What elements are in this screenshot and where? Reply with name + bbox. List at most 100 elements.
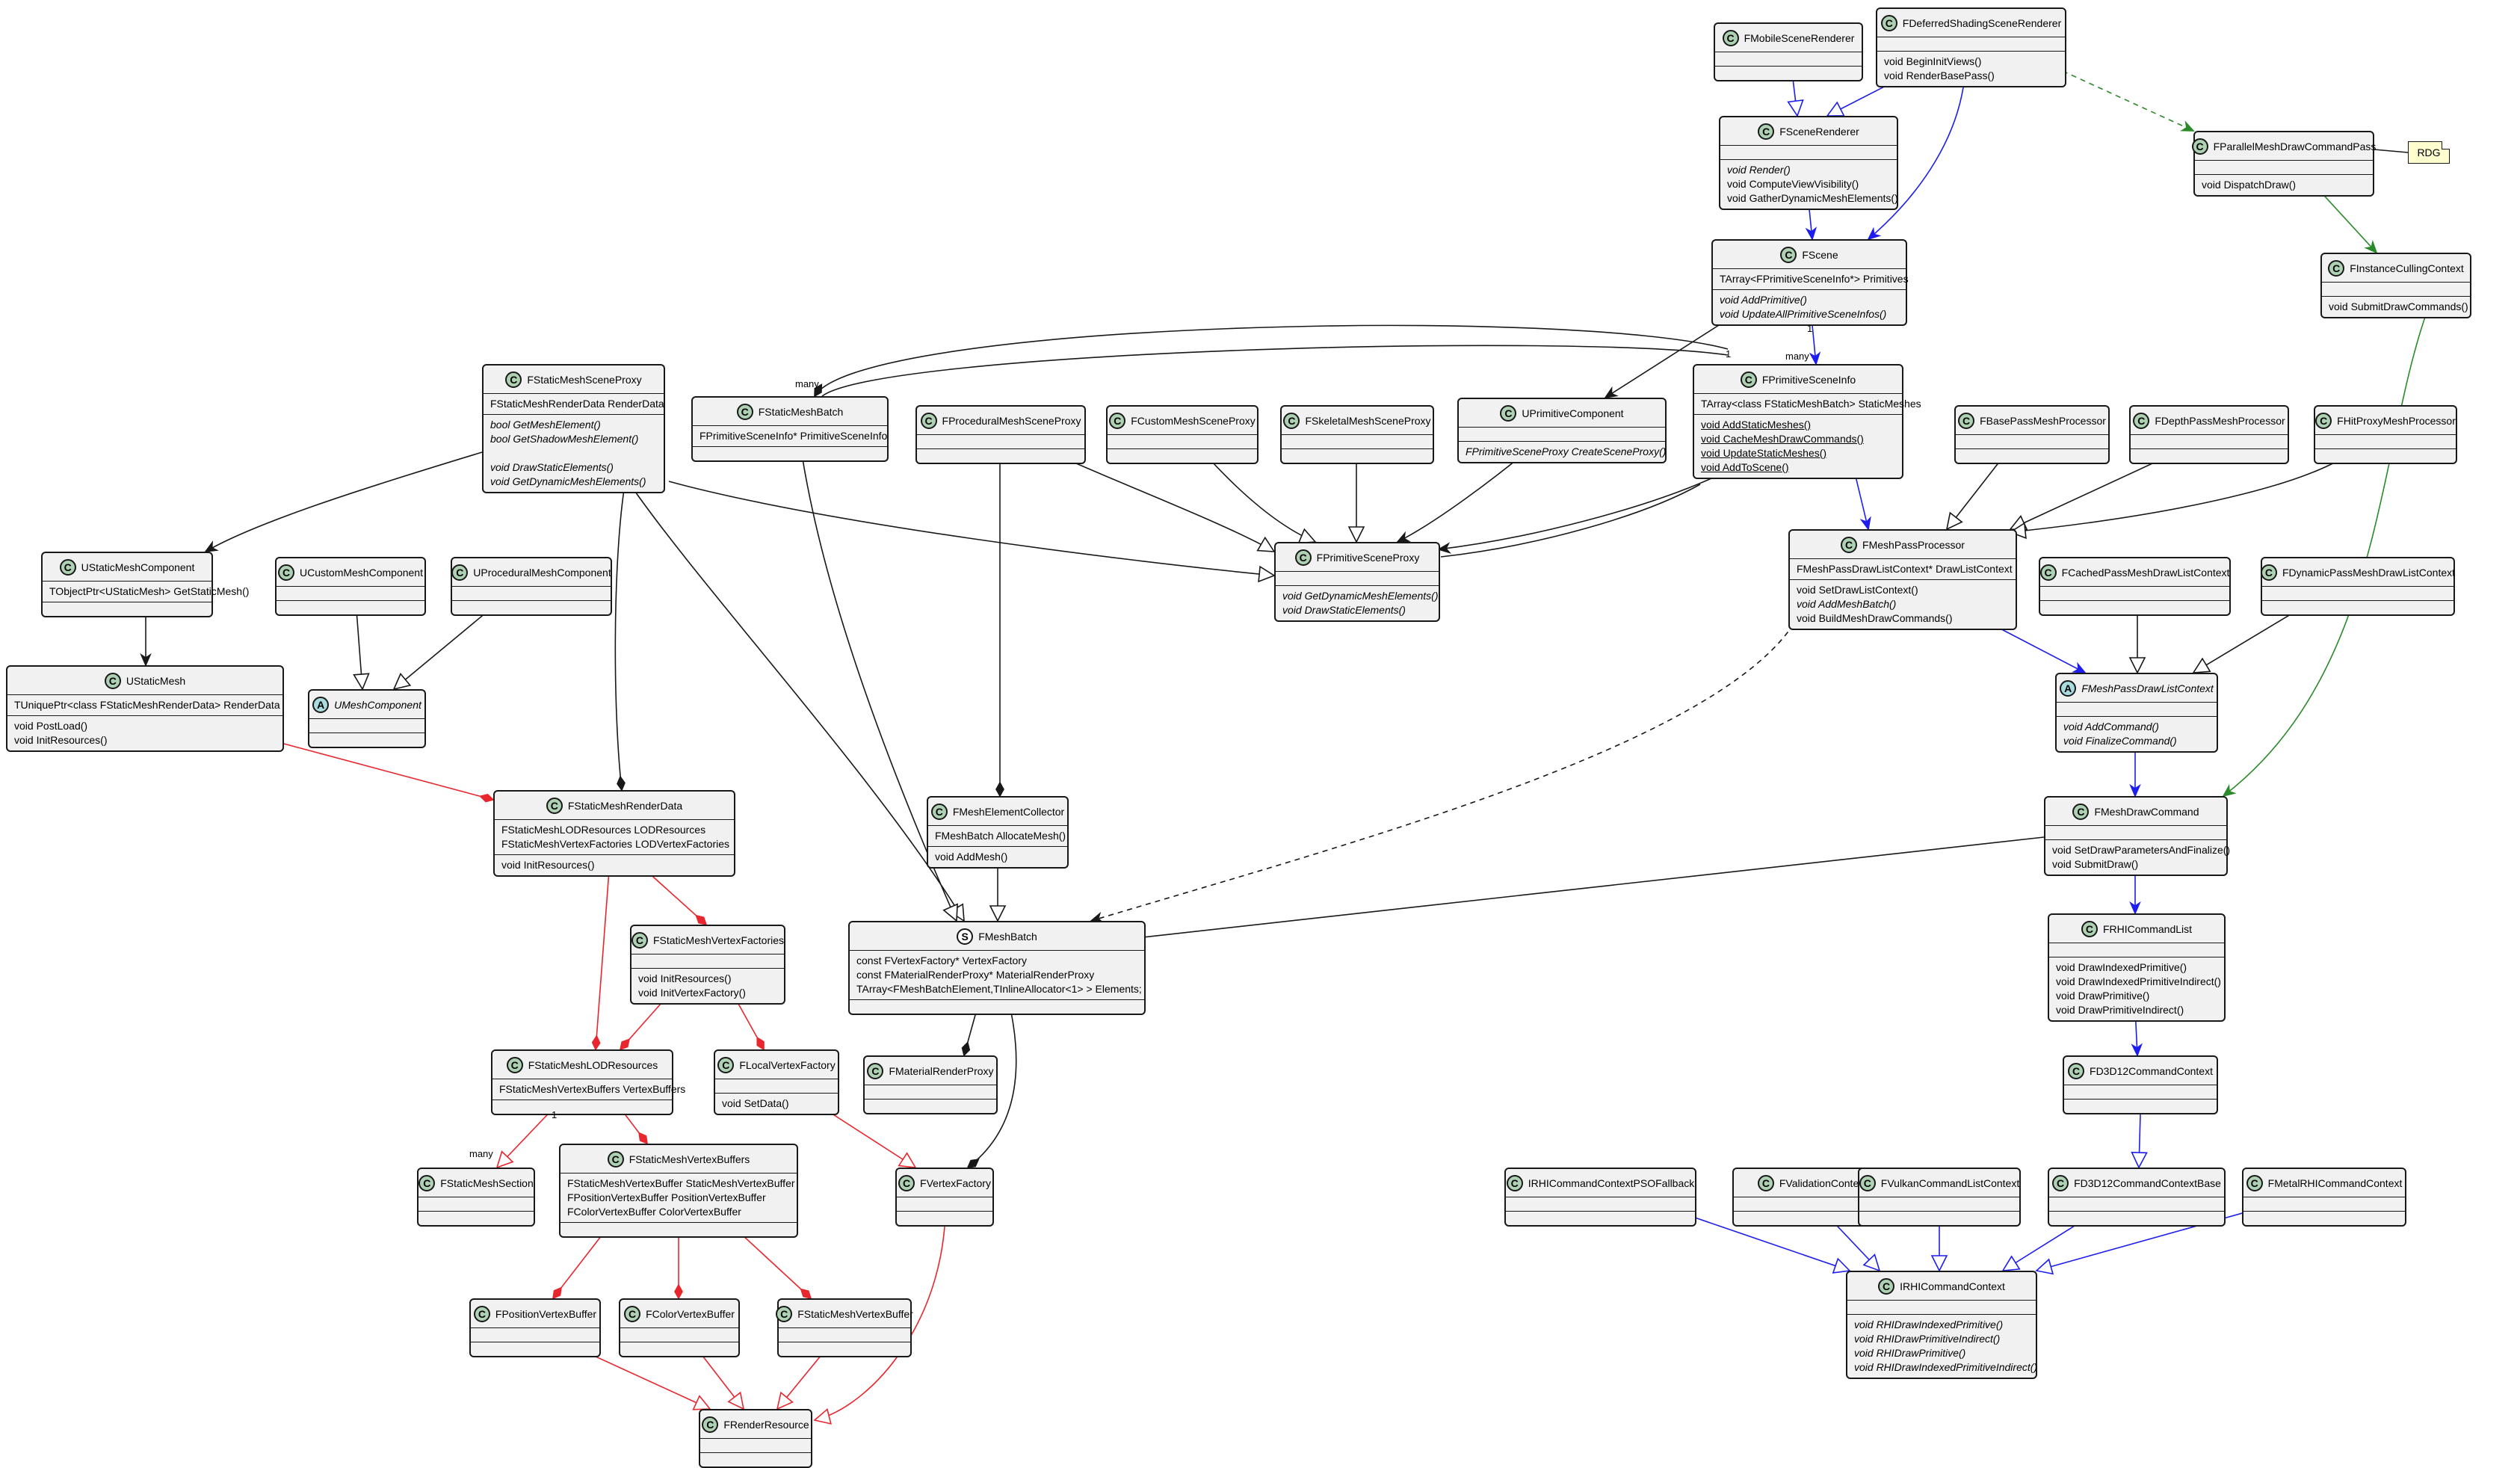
class-icon: C xyxy=(867,1062,884,1079)
field: TUniquePtr<class FStaticMeshRenderData> … xyxy=(14,699,280,711)
class-name: FVertexFactory xyxy=(920,1176,991,1189)
class-name: FStaticMeshVertexBuffer xyxy=(797,1307,913,1320)
methods-section xyxy=(277,600,424,614)
class-name: FStaticMeshBatch xyxy=(758,405,844,418)
methods-section: void Render()void ComputeViewVisibility(… xyxy=(1720,159,1898,209)
fields-section xyxy=(700,1438,811,1452)
class-FDynamicPassMeshDrawListContext[interactable]: C FDynamicPassMeshDrawListContext xyxy=(2260,557,2456,616)
class-icon: C xyxy=(1958,412,1975,429)
class-icon: C xyxy=(920,412,937,429)
class-icon: C xyxy=(1506,1174,1523,1191)
method: void UpdateAllPrimitiveSceneInfos() xyxy=(1720,308,1887,320)
class-name: FSceneRenderer xyxy=(1779,125,1859,138)
inheritance-arrowhead xyxy=(1297,528,1317,544)
class-icon: C xyxy=(2133,412,2150,429)
fields-section xyxy=(471,1327,599,1342)
relationship-edge xyxy=(1991,623,2087,673)
class-name: FMeshPassDrawListContext xyxy=(2081,682,2214,694)
relationship-edge xyxy=(1090,623,1794,923)
fields-section xyxy=(779,1327,910,1342)
fields-section: FPrimitiveSceneInfo* PrimitiveSceneInfo xyxy=(693,425,887,446)
class-header: C IRHICommandContextPSOFallback xyxy=(1506,1169,1695,1197)
inheritance-arrowhead xyxy=(813,1407,832,1425)
class-name: FMeshDrawCommand xyxy=(2094,805,2199,818)
class-IRHICommandContextPSOFallback[interactable]: C IRHICommandContextPSOFallback xyxy=(1504,1168,1696,1227)
class-FBasePassMeshProcessor[interactable]: C FBasePassMeshProcessor xyxy=(1954,405,2110,464)
class-name: IRHICommandContextPSOFallback xyxy=(1528,1176,1695,1189)
inheritance-arrowhead xyxy=(2009,522,2027,540)
class-name: FStaticMeshRenderData xyxy=(567,799,683,812)
class-icon: C xyxy=(1109,412,1126,429)
relationship-edge xyxy=(591,870,610,1051)
composition-diamond xyxy=(695,914,708,926)
class-icon: C xyxy=(930,803,948,820)
inheritance-arrowhead xyxy=(1826,101,1845,117)
methods-section xyxy=(2040,600,2229,614)
inheritance-arrowhead xyxy=(1945,511,1963,531)
class-icon: C xyxy=(59,558,76,576)
class-icon: C xyxy=(2260,564,2277,581)
fields-section: FStaticMeshVertexBuffers VertexBuffers xyxy=(492,1079,685,1100)
class-name: FBasePassMeshProcessor xyxy=(1980,414,2106,427)
fields-section xyxy=(1459,427,1665,441)
composition-diamond xyxy=(961,1041,971,1057)
class-name: FMeshPassProcessor xyxy=(1862,538,1965,551)
class-name: FDynamicPassMeshDrawListContext xyxy=(2282,566,2456,579)
fields-section xyxy=(897,1197,992,1211)
inheritance-arrowhead xyxy=(1256,536,1276,552)
